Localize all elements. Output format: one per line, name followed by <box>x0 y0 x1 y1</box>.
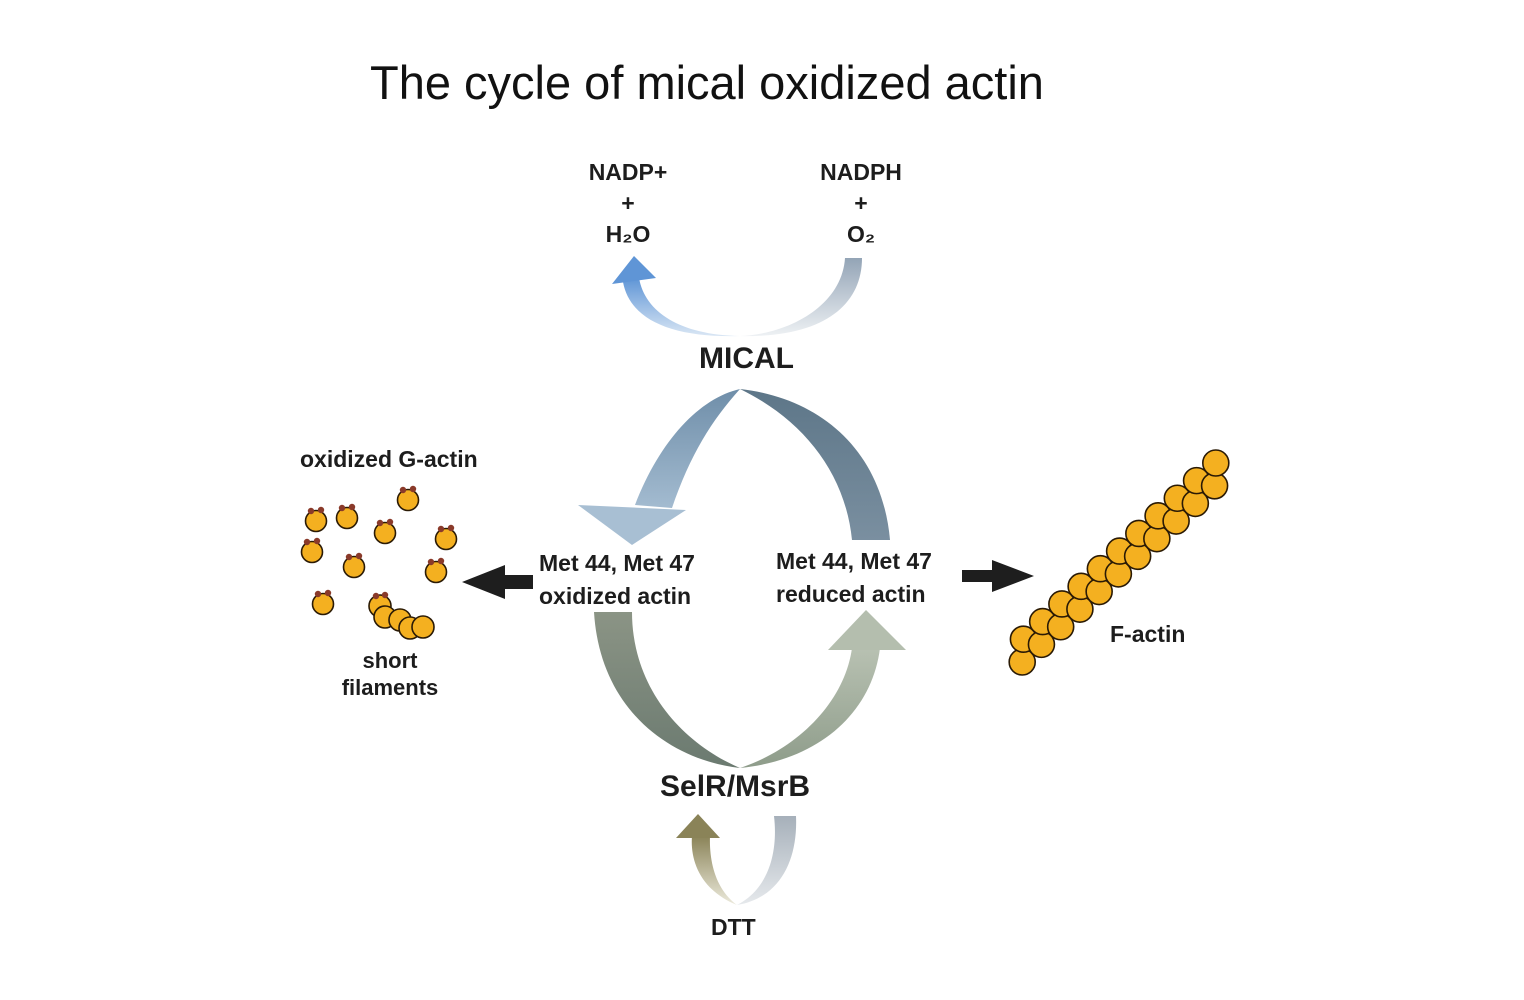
dtt-label: DTT <box>711 914 756 940</box>
oxidation-mark <box>447 524 455 532</box>
dtt-arrow-right-tail <box>737 816 797 905</box>
g-actin-monomer <box>434 527 458 551</box>
oxidation-mark <box>355 552 363 560</box>
reduced-actin-text: reduced actin <box>776 581 926 607</box>
oxidation-mark <box>317 506 325 514</box>
oxidation-mark <box>427 558 435 566</box>
to-f-actin-arrow <box>962 560 1034 592</box>
oxidation-mark <box>313 537 321 545</box>
dtt-arrow-left-shaft <box>691 836 737 905</box>
reduced-actin-state: Met 44, Met 47 reduced actin <box>776 545 932 611</box>
nadph-substrates-label: NADPH + O₂ <box>806 157 916 250</box>
g-actin-monomer <box>396 488 420 512</box>
oxidation-mark <box>399 486 407 494</box>
g-actin-monomer <box>373 521 397 545</box>
oxidized-actin-state: Met 44, Met 47 oxidized actin <box>539 547 695 613</box>
nadp-arrow-shaft <box>623 278 740 337</box>
nadph-arrow-tail <box>740 258 862 337</box>
f-actin-filament <box>1008 449 1230 676</box>
oxidation-mark <box>386 518 394 526</box>
dtt-loop-arrows <box>676 814 797 905</box>
nadp-products-label: NADP+ + H₂O <box>573 157 683 250</box>
oxidation-mark <box>303 538 311 546</box>
oxidation-mark <box>437 557 445 565</box>
g-actin-monomer <box>304 509 328 533</box>
g-actin-monomer <box>342 555 366 579</box>
nadph-consumption-arrow <box>612 256 862 337</box>
f-actin-label: F-actin <box>1110 621 1186 647</box>
oxidized-g-actin-monomers <box>300 485 458 616</box>
water-text: H₂O <box>605 221 651 247</box>
g-actin-monomer <box>424 560 448 584</box>
oxidation-mark <box>324 589 332 597</box>
oxidation-mark <box>314 590 322 598</box>
mical-label: MICAL <box>699 342 794 375</box>
oxidation-mark <box>376 519 384 527</box>
oxidation-mark <box>338 504 346 512</box>
nadp-arrowhead <box>612 256 656 284</box>
dtt-arrowhead <box>676 814 720 838</box>
oxygen-text: O₂ <box>846 221 876 247</box>
oxidation-mark <box>381 591 389 599</box>
oxidation-mark <box>345 553 353 561</box>
mical-arrow-left-head <box>578 505 686 545</box>
mical-arrow-right-tail <box>740 389 890 540</box>
oxidation-mark <box>409 485 417 493</box>
short-filament-bead <box>411 615 435 639</box>
short-filament <box>368 591 435 640</box>
plus-sign: + <box>621 190 635 216</box>
oxidation-mark <box>372 592 380 600</box>
outcome-arrows <box>462 560 1034 599</box>
oxidation-mark <box>348 503 356 511</box>
to-g-actin-arrow <box>462 565 533 599</box>
oxidized-met-residues: Met 44, Met 47 <box>539 550 695 576</box>
selr-msrb-label: SelR/MsrB <box>660 770 811 803</box>
g-actin-monomer <box>335 506 359 530</box>
oxidation-mark <box>437 525 445 533</box>
diagram-title: The cycle of mical oxidized actin <box>370 56 1044 109</box>
nadph-text: NADPH <box>820 159 902 185</box>
g-actin-monomer <box>311 592 335 616</box>
g-actin-monomer <box>300 540 324 564</box>
oxidation-mark <box>307 507 315 515</box>
filaments-text: filaments <box>341 675 439 700</box>
mical-arrow-left-shaft <box>635 389 740 508</box>
selr-arrow-right-head <box>828 610 906 650</box>
selr-arrow-left-tail <box>594 612 740 768</box>
oxidized-actin-text: oxidized actin <box>539 583 692 609</box>
short-text: short <box>362 648 418 673</box>
oxidized-g-actin-label: oxidized G-actin <box>300 446 478 472</box>
selr-reduction-arrows <box>594 610 906 768</box>
reduced-met-residues: Met 44, Met 47 <box>776 548 932 574</box>
selr-arrow-right-shaft <box>740 648 880 768</box>
short-filaments-label: short filaments <box>335 647 445 701</box>
plus-sign: + <box>854 190 868 216</box>
nadp-plus-text: NADP+ <box>588 159 668 185</box>
f-actin-bead <box>1202 449 1230 477</box>
mical-oxidation-arrows <box>578 389 890 545</box>
